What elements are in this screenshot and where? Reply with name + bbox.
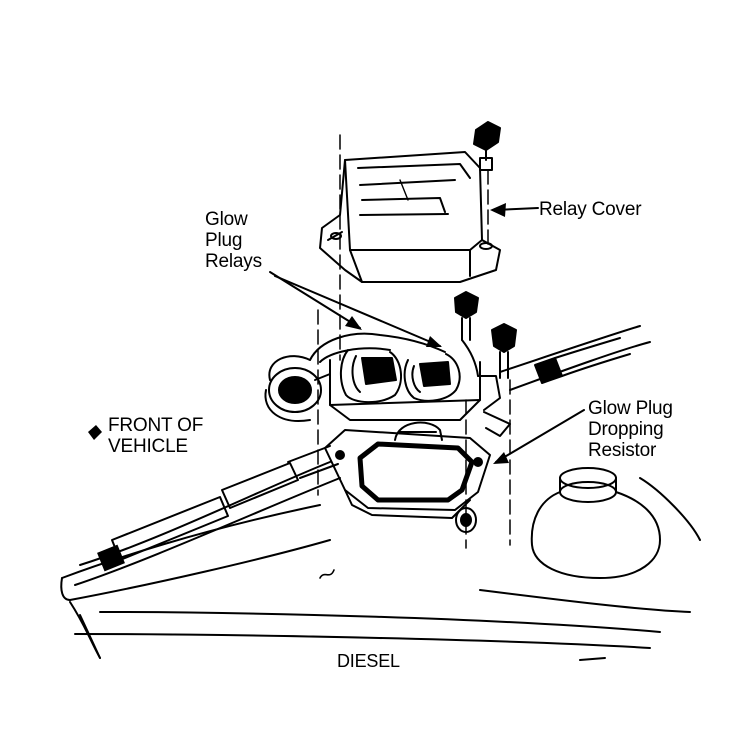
label-dropping-resistor: Glow Plug Dropping Resistor [588,398,673,461]
vehicle-body-lines [60,504,691,661]
label-line: Relays [205,251,262,272]
caption-text: DIESEL [337,651,400,671]
cover-bolt [473,121,501,171]
label-line: Relay Cover [539,199,642,220]
label-line: Dropping [588,419,664,440]
relay-bolts [454,291,517,379]
label-line: Resistor [588,440,657,461]
wiring-harness-left [74,445,341,586]
label-front-of-vehicle: FRONT OF VEHICLE [108,415,203,457]
leader-lines [269,207,585,463]
label-line: Plug [205,230,243,251]
label-line: VEHICLE [108,436,188,457]
coolant-reservoir [530,467,701,579]
relay-cover-part [319,151,501,283]
leader-arrowheads [345,203,509,464]
wiring-harness-right [499,325,651,391]
label-line: FRONT OF [108,415,204,436]
label-glow-plug-relays: Glow Plug Relays [205,209,262,272]
glow-plug-relays-part [264,332,511,437]
front-direction-dot [88,425,102,440]
caption-diesel: DIESEL [337,651,400,672]
dropping-resistor-part [324,421,491,533]
label-line: Glow [205,209,248,230]
label-line: Glow Plug [588,398,673,419]
label-relay-cover: Relay Cover [539,199,642,220]
